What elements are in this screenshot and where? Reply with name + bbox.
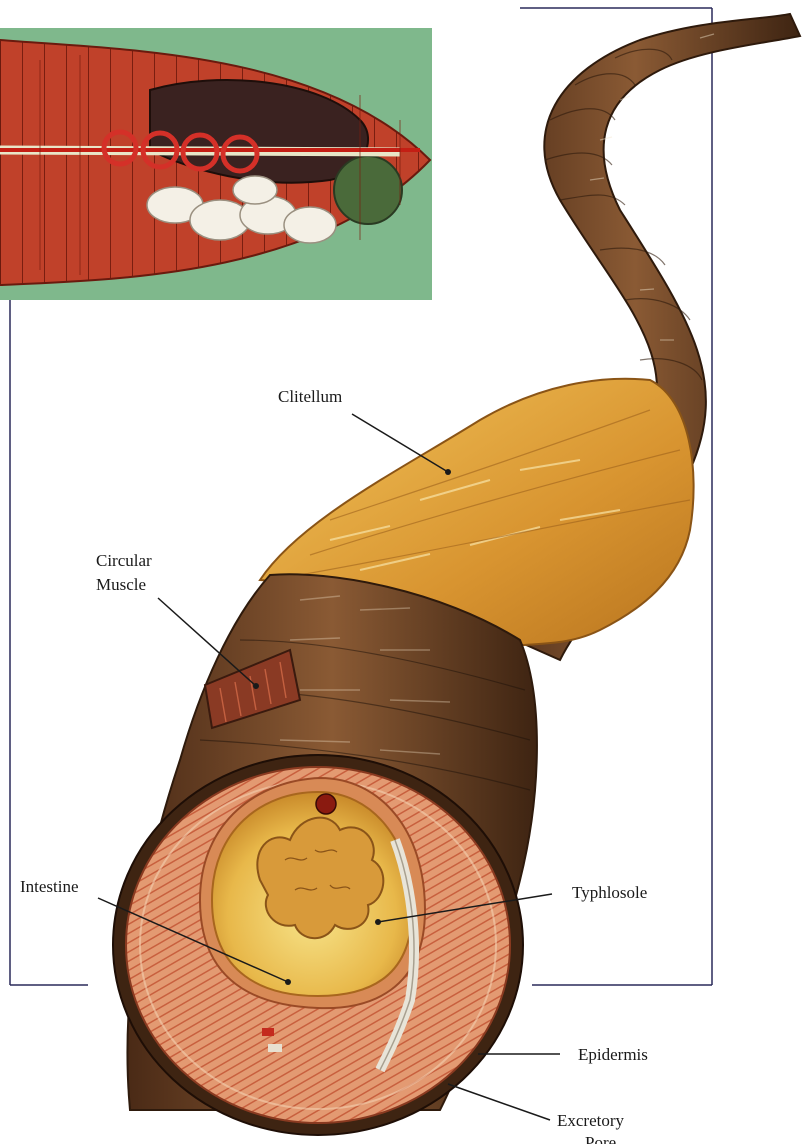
inset-dissection-illustration: [0, 28, 432, 300]
label-intestine: Intestine: [20, 877, 79, 896]
cross-section: [113, 755, 523, 1135]
label-circular-muscle-line1: Circular: [96, 551, 152, 570]
label-circular-muscle-line2: Muscle: [96, 575, 146, 594]
label-typhlosole: Typhlosole: [572, 883, 647, 902]
label-excretory-pore-line2: Pore: [585, 1133, 616, 1144]
label-excretory-pore-line1: Excretory: [557, 1111, 625, 1130]
label-clitellum: Clitellum: [278, 387, 342, 406]
label-epidermis: Epidermis: [578, 1045, 648, 1064]
